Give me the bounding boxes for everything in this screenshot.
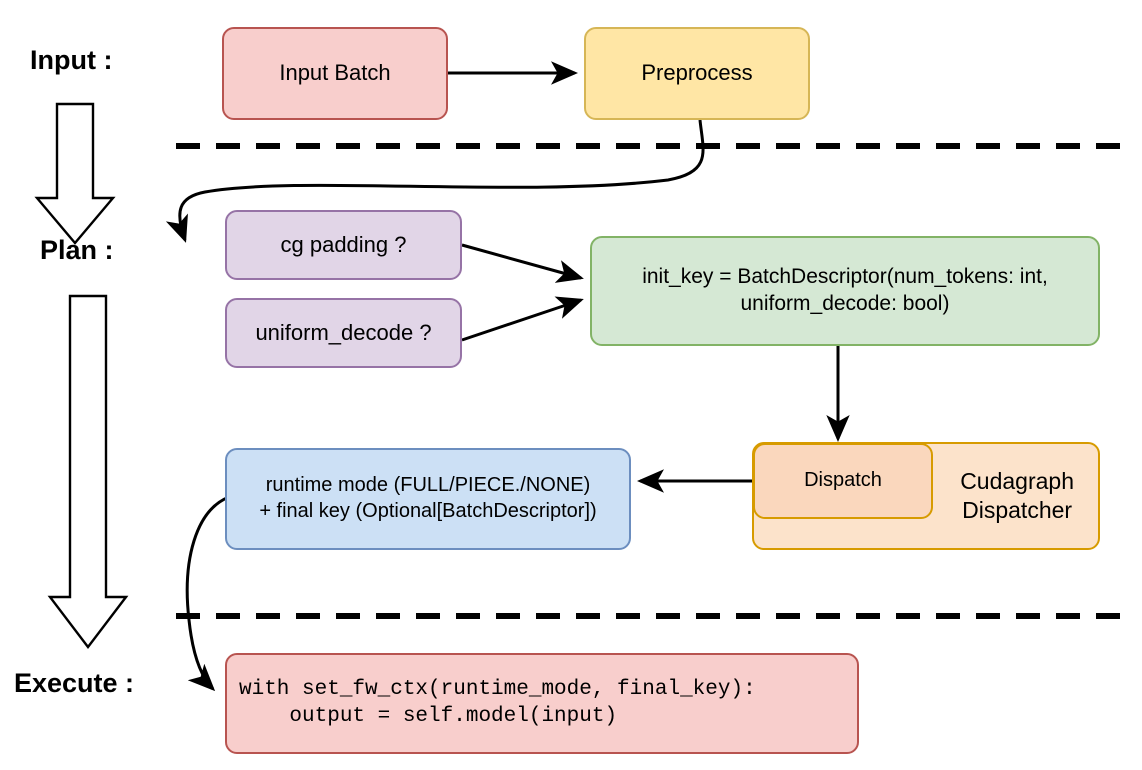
- edge-cg-padding-to-init-key: [461, 243, 584, 283]
- stage-label-plan: Plan :: [40, 235, 114, 265]
- node-preprocess[interactable]: Preprocess: [584, 27, 810, 120]
- input-to-plan-block-arrow: [34, 102, 116, 245]
- stage-label-execute: Execute :: [14, 668, 135, 698]
- edge-uniform-decode-to-init-key: [461, 296, 584, 342]
- stage-label-input: Input :: [30, 45, 113, 75]
- plan-to-execute-block-arrow: [47, 294, 129, 649]
- node-uniform-decode[interactable]: uniform_decode ?: [225, 298, 462, 368]
- node-input-batch[interactable]: Input Batch: [222, 27, 448, 120]
- node-runtime-mode[interactable]: runtime mode (FULL/PIECE./NONE) + final …: [225, 448, 631, 550]
- edge-runtime-mode-to-exec-code: [185, 495, 230, 692]
- node-dispatch[interactable]: Dispatch: [753, 443, 933, 519]
- node-cg-padding[interactable]: cg padding ?: [225, 210, 462, 280]
- node-init-key[interactable]: init_key = BatchDescriptor(num_tokens: i…: [590, 236, 1100, 346]
- node-exec-code[interactable]: with set_fw_ctx(runtime_mode, final_key)…: [225, 653, 859, 754]
